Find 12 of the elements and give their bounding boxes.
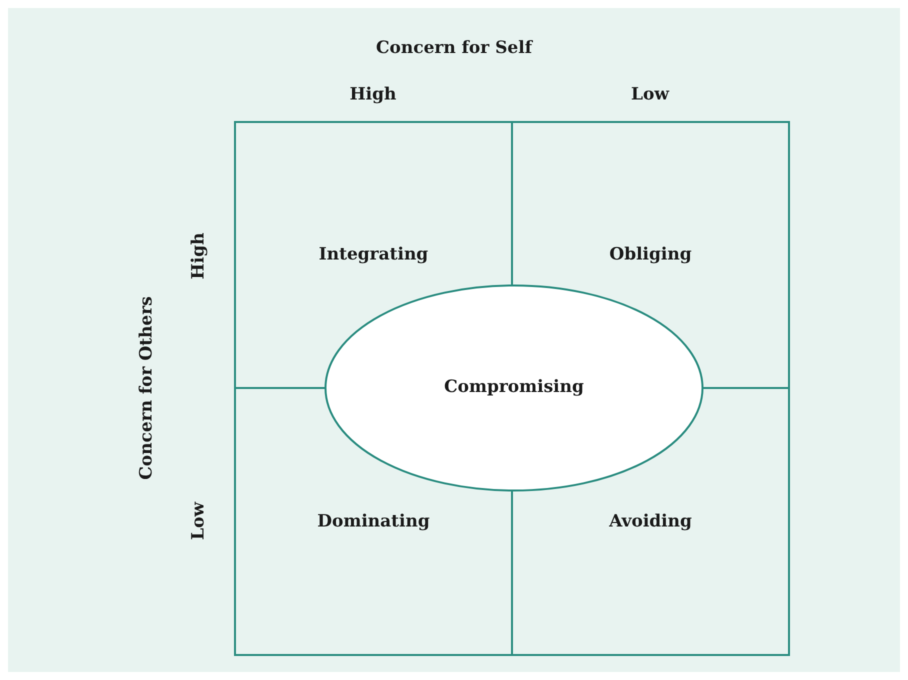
quadrant-label: Obliging <box>609 246 692 264</box>
axis-label: Low <box>190 502 208 540</box>
quadrant-label: Integrating <box>318 246 428 264</box>
quadrant-label: Avoiding <box>609 513 692 530</box>
axis-label: High <box>190 232 208 280</box>
quadrant-label: Dominating <box>317 513 430 530</box>
axis-title: Concern for Self <box>374 37 534 60</box>
axis-label: Concern for Others <box>138 296 156 480</box>
axis-label: High <box>350 86 396 104</box>
ellipse-node <box>324 284 704 492</box>
quadrant-label: Compromising <box>444 376 584 400</box>
axis-label: Low <box>631 86 669 104</box>
